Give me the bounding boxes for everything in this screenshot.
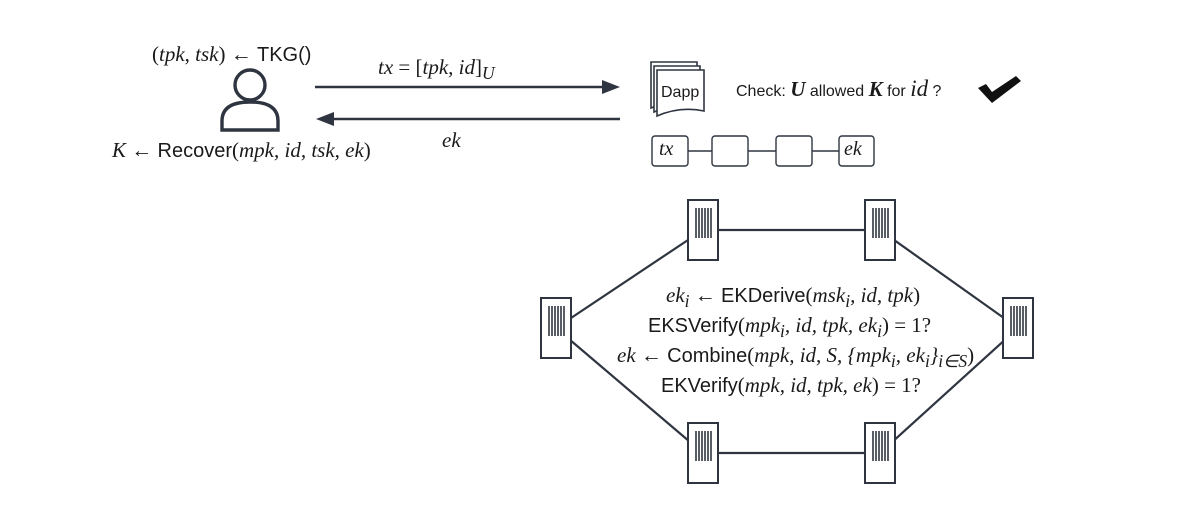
server-icon [864, 199, 896, 261]
eq-ek-verify: EKVerify(mpk, id, tpk, ek) = 1? [661, 373, 921, 397]
ek-message-label: ek [442, 128, 461, 152]
eq-combine: ek ← Combine(mpk, id, S, {mpki, eki}i∈S) [617, 343, 975, 372]
chain-block [711, 135, 749, 167]
server-icon [687, 199, 719, 261]
chain-ek-label: ek [844, 138, 862, 160]
ek-arrow [316, 112, 620, 126]
eq-ek-derive: eki ← EKDerive(mski, id, tpk) [666, 283, 921, 312]
chain-block-ek [838, 135, 875, 167]
server-icon [1002, 297, 1034, 359]
server-icon [864, 422, 896, 484]
chain-block [775, 135, 813, 167]
user-keygen-label: (tpk, tsk) ← TKG() [152, 42, 312, 66]
checkmark-icon [978, 76, 1021, 103]
dapp-label: Dapp [661, 84, 700, 101]
server-icon [540, 297, 572, 359]
eq-eks-verify: EKSVerify(mpki, id, tpk, eki) = 1? [648, 313, 932, 342]
user-icon [220, 68, 280, 132]
tx-arrow [315, 80, 620, 94]
chain-block-tx [651, 135, 689, 167]
server-network [555, 228, 1019, 455]
dapp-check-label: Check: U allowed K for id ? [736, 76, 942, 101]
dapp-stack-icon [650, 61, 705, 118]
blockchain [651, 135, 875, 167]
user-recover-label: K ← Recover(mpk, id, tsk, ek) [112, 138, 371, 162]
server-icon [687, 422, 719, 484]
tx-message-label: tx = [tpk, id]U [378, 55, 495, 84]
chain-tx-label: tx [659, 138, 674, 160]
